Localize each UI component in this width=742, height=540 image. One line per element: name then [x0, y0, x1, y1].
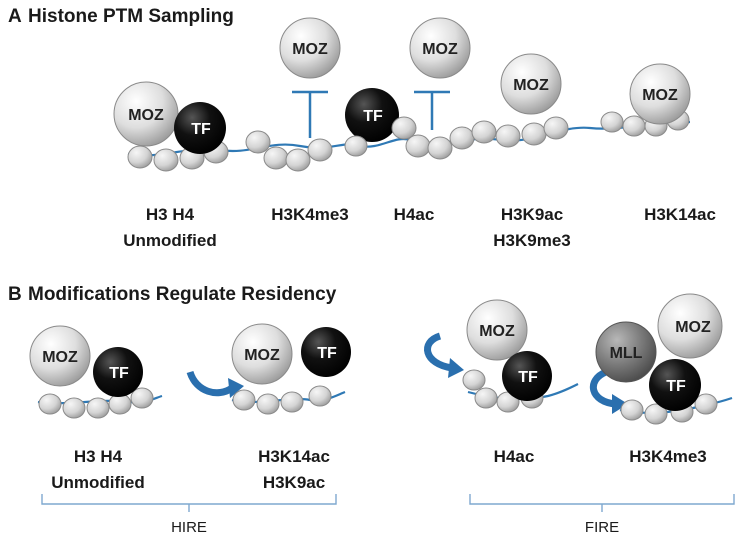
label-a-unmodified-1: H3 H4	[146, 205, 195, 224]
label-a-unmodified-2: Unmodified	[123, 231, 217, 250]
moz-label-a4: MOZ	[422, 41, 458, 58]
label-a-h3k9me3: H3K9me3	[493, 231, 571, 250]
moz-label-a1: MOZ	[128, 107, 164, 124]
tf-node-b2	[301, 327, 351, 377]
label-b-unmodified-1: H3 H4	[74, 447, 123, 466]
histone-cluster-a5	[471, 116, 569, 148]
histone-cluster-a4	[391, 116, 475, 160]
tf-label-a1: TF	[191, 121, 211, 138]
histone-cluster-b2	[232, 385, 332, 415]
circular-arrow-b3	[424, 332, 464, 378]
mll-node-b4	[595, 321, 657, 383]
moz-label-b4: MOZ	[675, 319, 711, 336]
bracket-hire	[41, 494, 337, 512]
label-a-h3k9ac: H3K9ac	[501, 205, 563, 224]
group-label-fire: FIRE	[585, 519, 619, 536]
mll-label-b4: MLL	[610, 345, 643, 362]
moz-label-a2: MOZ	[292, 41, 328, 58]
histone-cluster-a3	[344, 135, 368, 157]
label-b-unmodified-2: Unmodified	[51, 473, 145, 492]
section-a-title: Histone PTM Sampling	[28, 6, 234, 27]
inhibition-bar-a2	[292, 90, 328, 138]
circular-arrow-b4	[589, 368, 628, 414]
tf-node-b1	[93, 347, 143, 397]
moz-node-a1	[113, 81, 179, 147]
moz-node-b2	[231, 323, 293, 385]
inhibition-bar-a4	[414, 90, 450, 130]
tf-label-b1: TF	[109, 365, 129, 382]
moz-label-a6: MOZ	[642, 87, 678, 104]
tf-label-b3: TF	[518, 369, 538, 386]
group-label-hire: HIRE	[171, 519, 207, 536]
moz-label-b3: MOZ	[479, 323, 515, 340]
moz-node-b1	[29, 325, 91, 387]
circular-arrow-b2	[186, 370, 244, 398]
label-b-h3k14ac: H3K14ac	[258, 447, 330, 466]
section-a-letter: A	[8, 6, 22, 27]
tf-label-a3: TF	[363, 108, 383, 125]
label-b-h3k9ac: H3K9ac	[263, 473, 325, 492]
label-b-h3k4me3: H3K4me3	[629, 447, 707, 466]
histone-cluster-b1	[38, 387, 154, 419]
bracket-fire	[469, 494, 735, 512]
histone-cluster-a2	[245, 130, 333, 172]
moz-node-a2	[279, 17, 341, 79]
section-b-title: Modifications Regulate Residency	[28, 284, 337, 305]
tf-node-b3	[502, 351, 552, 401]
moz-node-b4	[657, 293, 723, 359]
moz-node-b3	[466, 299, 528, 361]
label-a-h4ac: H4ac	[394, 205, 435, 224]
tf-node-a3	[345, 88, 399, 142]
tf-node-a1	[174, 102, 226, 154]
moz-node-a6	[629, 63, 691, 125]
section-b-letter: B	[8, 284, 22, 305]
label-a-h3k4me3: H3K4me3	[271, 205, 349, 224]
tf-node-b4	[649, 359, 701, 411]
label-a-h3k14ac: H3K14ac	[644, 205, 716, 224]
moz-node-a4	[409, 17, 471, 79]
moz-label-a5: MOZ	[513, 77, 549, 94]
moz-label-b1: MOZ	[42, 349, 78, 366]
label-b-h4ac: H4ac	[494, 447, 535, 466]
moz-label-b2: MOZ	[244, 347, 280, 364]
tf-label-b4: TF	[666, 378, 686, 395]
tf-label-b2: TF	[317, 345, 337, 362]
moz-node-a5	[500, 53, 562, 115]
